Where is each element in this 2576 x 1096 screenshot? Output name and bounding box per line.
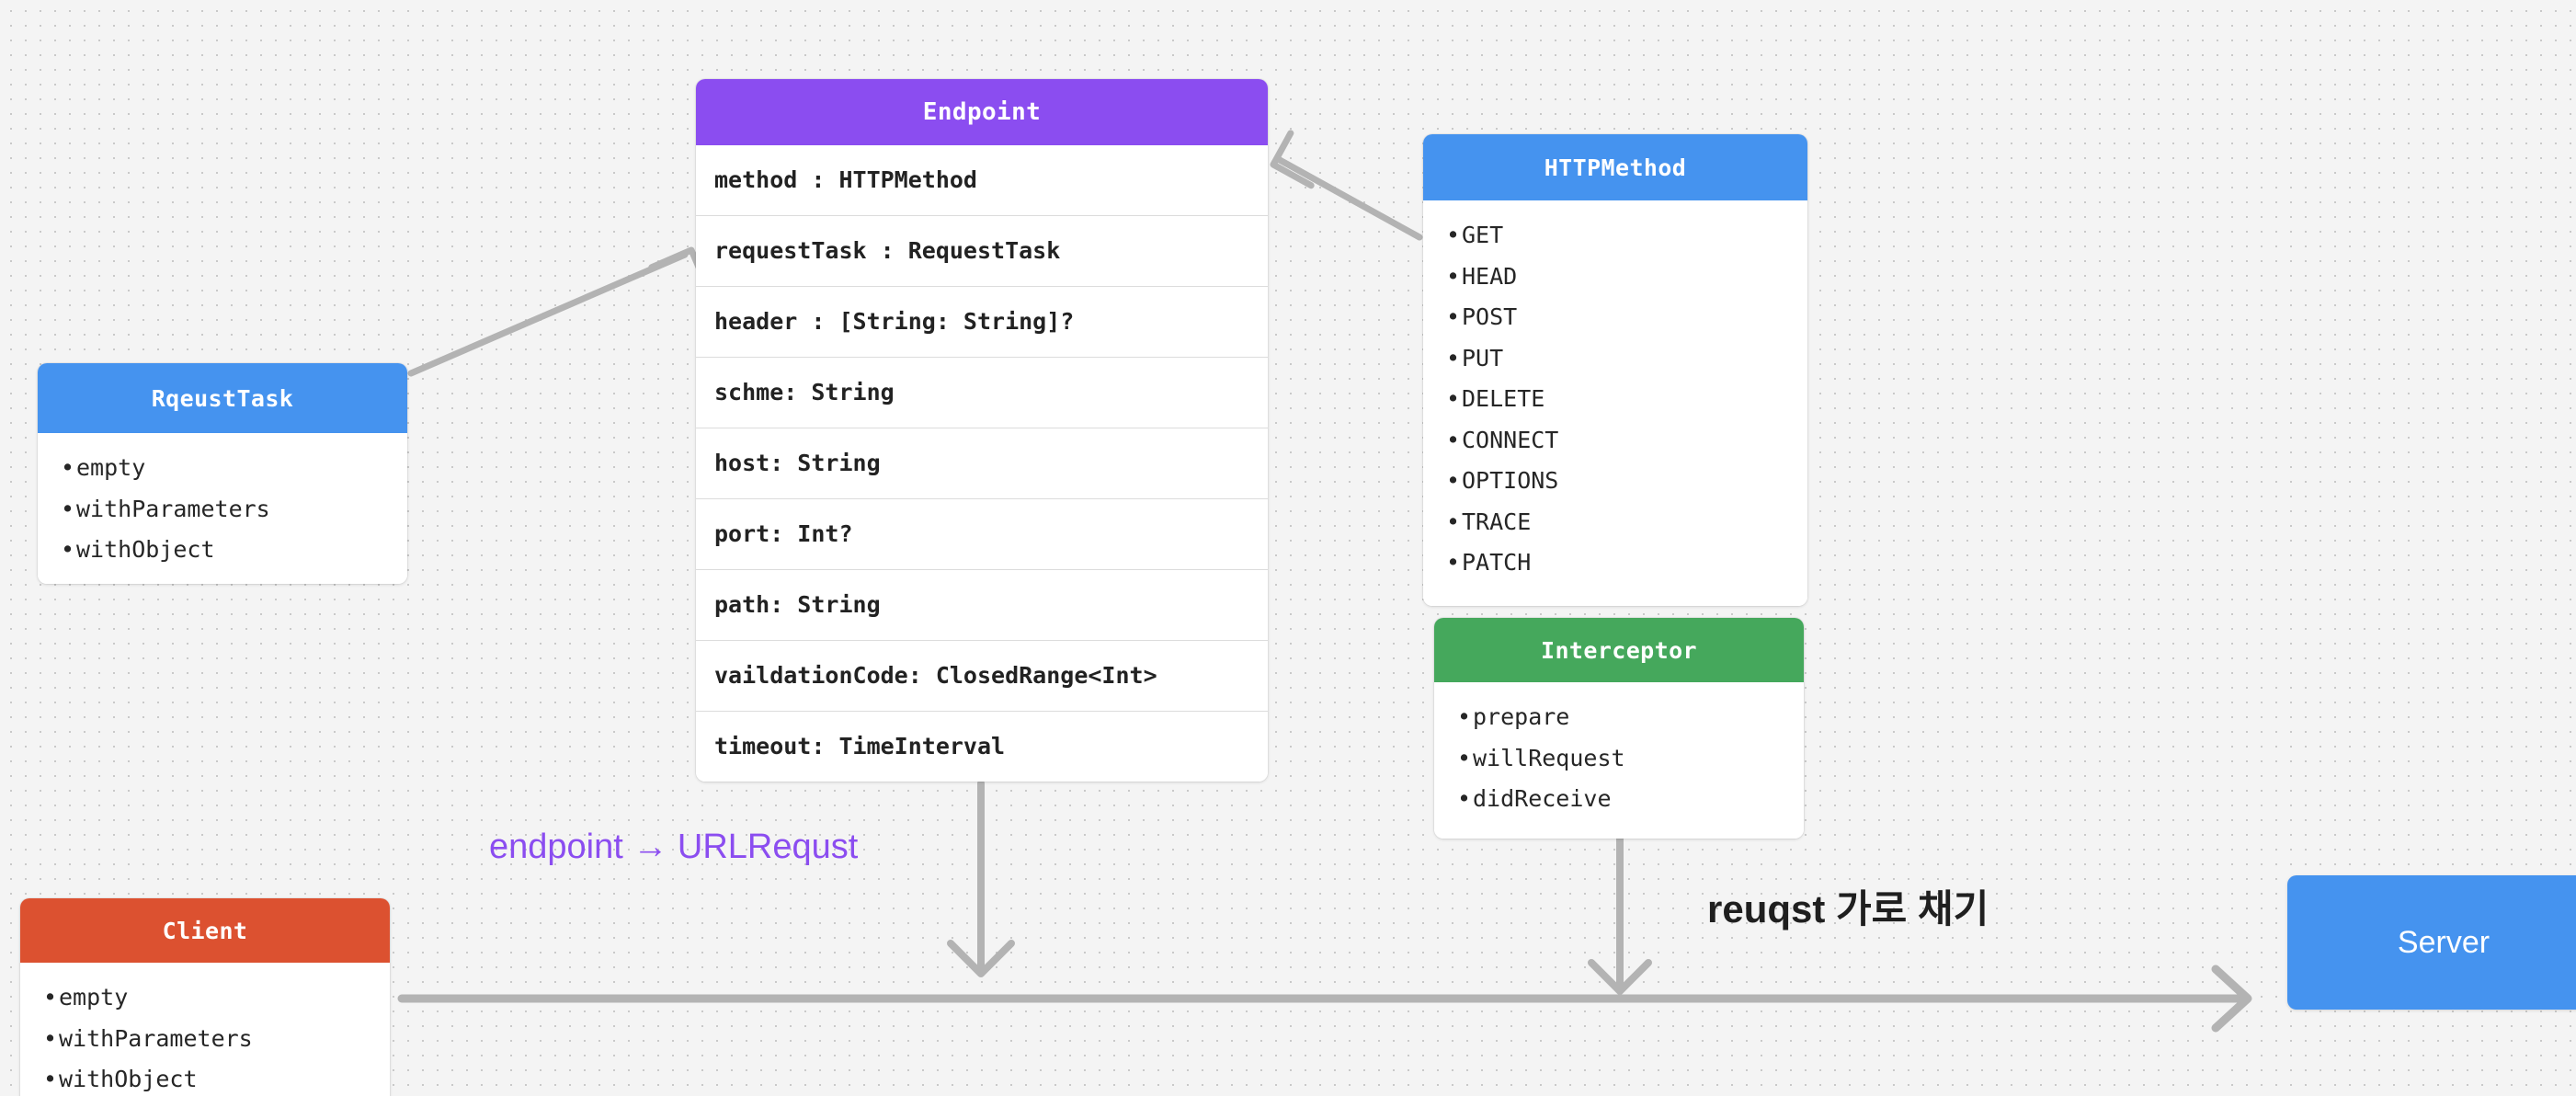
list-item: CONNECT: [1423, 420, 1807, 462]
connector-httpmethod-to-endpoint: [1270, 130, 1423, 241]
connector-requesttask-to-endpoint: [407, 246, 709, 377]
node-endpoint-title: Endpoint: [696, 79, 1268, 145]
list-item: empty: [38, 448, 407, 489]
list-item: OPTIONS: [1423, 461, 1807, 502]
node-httpmethod[interactable]: HTTPMethod GET HEAD POST PUT DELETE CONN…: [1423, 134, 1807, 606]
node-server[interactable]: Server: [2287, 875, 2576, 1010]
endpoint-field-row: header : [String: String]?: [696, 286, 1268, 357]
node-endpoint[interactable]: Endpoint method : HTTPMethod requestTask…: [696, 79, 1268, 782]
node-requesttask-body: empty withParameters withObject: [38, 433, 407, 584]
requesttask-case-list: empty withParameters withObject: [38, 433, 407, 584]
node-requesttask-title: RqeustTask: [38, 363, 407, 433]
endpoint-field-row: port: Int?: [696, 498, 1268, 569]
list-item: DELETE: [1423, 379, 1807, 420]
list-item: withObject: [20, 1059, 390, 1096]
list-item: HEAD: [1423, 257, 1807, 298]
endpoint-field-row: method : HTTPMethod: [714, 166, 977, 193]
endpoint-field-row: host: String: [696, 428, 1268, 498]
list-item: POST: [1423, 297, 1807, 338]
httpmethod-case-list: GET HEAD POST PUT DELETE CONNECT OPTIONS…: [1423, 200, 1807, 606]
list-item: PUT: [1423, 338, 1807, 380]
node-requesttask[interactable]: RqeustTask empty withParameters withObje…: [38, 363, 407, 584]
node-httpmethod-body: GET HEAD POST PUT DELETE CONNECT OPTIONS…: [1423, 200, 1807, 606]
node-interceptor-body: prepare willRequest didReceive: [1434, 682, 1804, 839]
list-item: empty: [20, 977, 390, 1019]
list-item: prepare: [1434, 697, 1804, 738]
client-case-list: empty withParameters withObject: [20, 963, 390, 1096]
list-item: willRequest: [1434, 738, 1804, 780]
node-interceptor[interactable]: Interceptor prepare willRequest didRecei…: [1434, 618, 1804, 839]
annotation-endpoint-to-urlrequest: endpoint → URLRequst: [489, 828, 859, 866]
list-item: withParameters: [38, 489, 407, 531]
list-item: withParameters: [20, 1019, 390, 1060]
annotation-intercept-request: reuqst 가로 채기: [1707, 887, 1989, 930]
node-client-title: Client: [20, 898, 390, 963]
list-item: withObject: [38, 530, 407, 571]
list-item: GET: [1423, 215, 1807, 257]
node-interceptor-title: Interceptor: [1434, 618, 1804, 682]
interceptor-method-list: prepare willRequest didReceive: [1434, 682, 1804, 839]
endpoint-field-row: schme: String: [696, 357, 1268, 428]
node-httpmethod-title: HTTPMethod: [1423, 134, 1807, 200]
connector-endpoint-to-flow: [947, 780, 1015, 977]
connector-client-to-server: [397, 965, 2252, 1033]
endpoint-field-row: timeout: TimeInterval: [696, 711, 1268, 782]
connector-interceptor-to-flow: [1588, 822, 1652, 995]
endpoint-field-row: requestTask : RequestTask: [696, 215, 1268, 286]
node-server-title: Server: [2397, 924, 2491, 960]
endpoint-field-row: vaildationCode: ClosedRange<Int>: [696, 640, 1268, 711]
node-endpoint-body: method : HTTPMethod requestTask : Reques…: [696, 145, 1268, 782]
node-client-body: empty withParameters withObject: [20, 963, 390, 1096]
list-item: didReceive: [1434, 779, 1804, 820]
endpoint-field-row: path: String: [696, 569, 1268, 640]
list-item: TRACE: [1423, 502, 1807, 543]
list-item: PATCH: [1423, 542, 1807, 584]
node-client[interactable]: Client empty withParameters withObject: [20, 898, 390, 1096]
